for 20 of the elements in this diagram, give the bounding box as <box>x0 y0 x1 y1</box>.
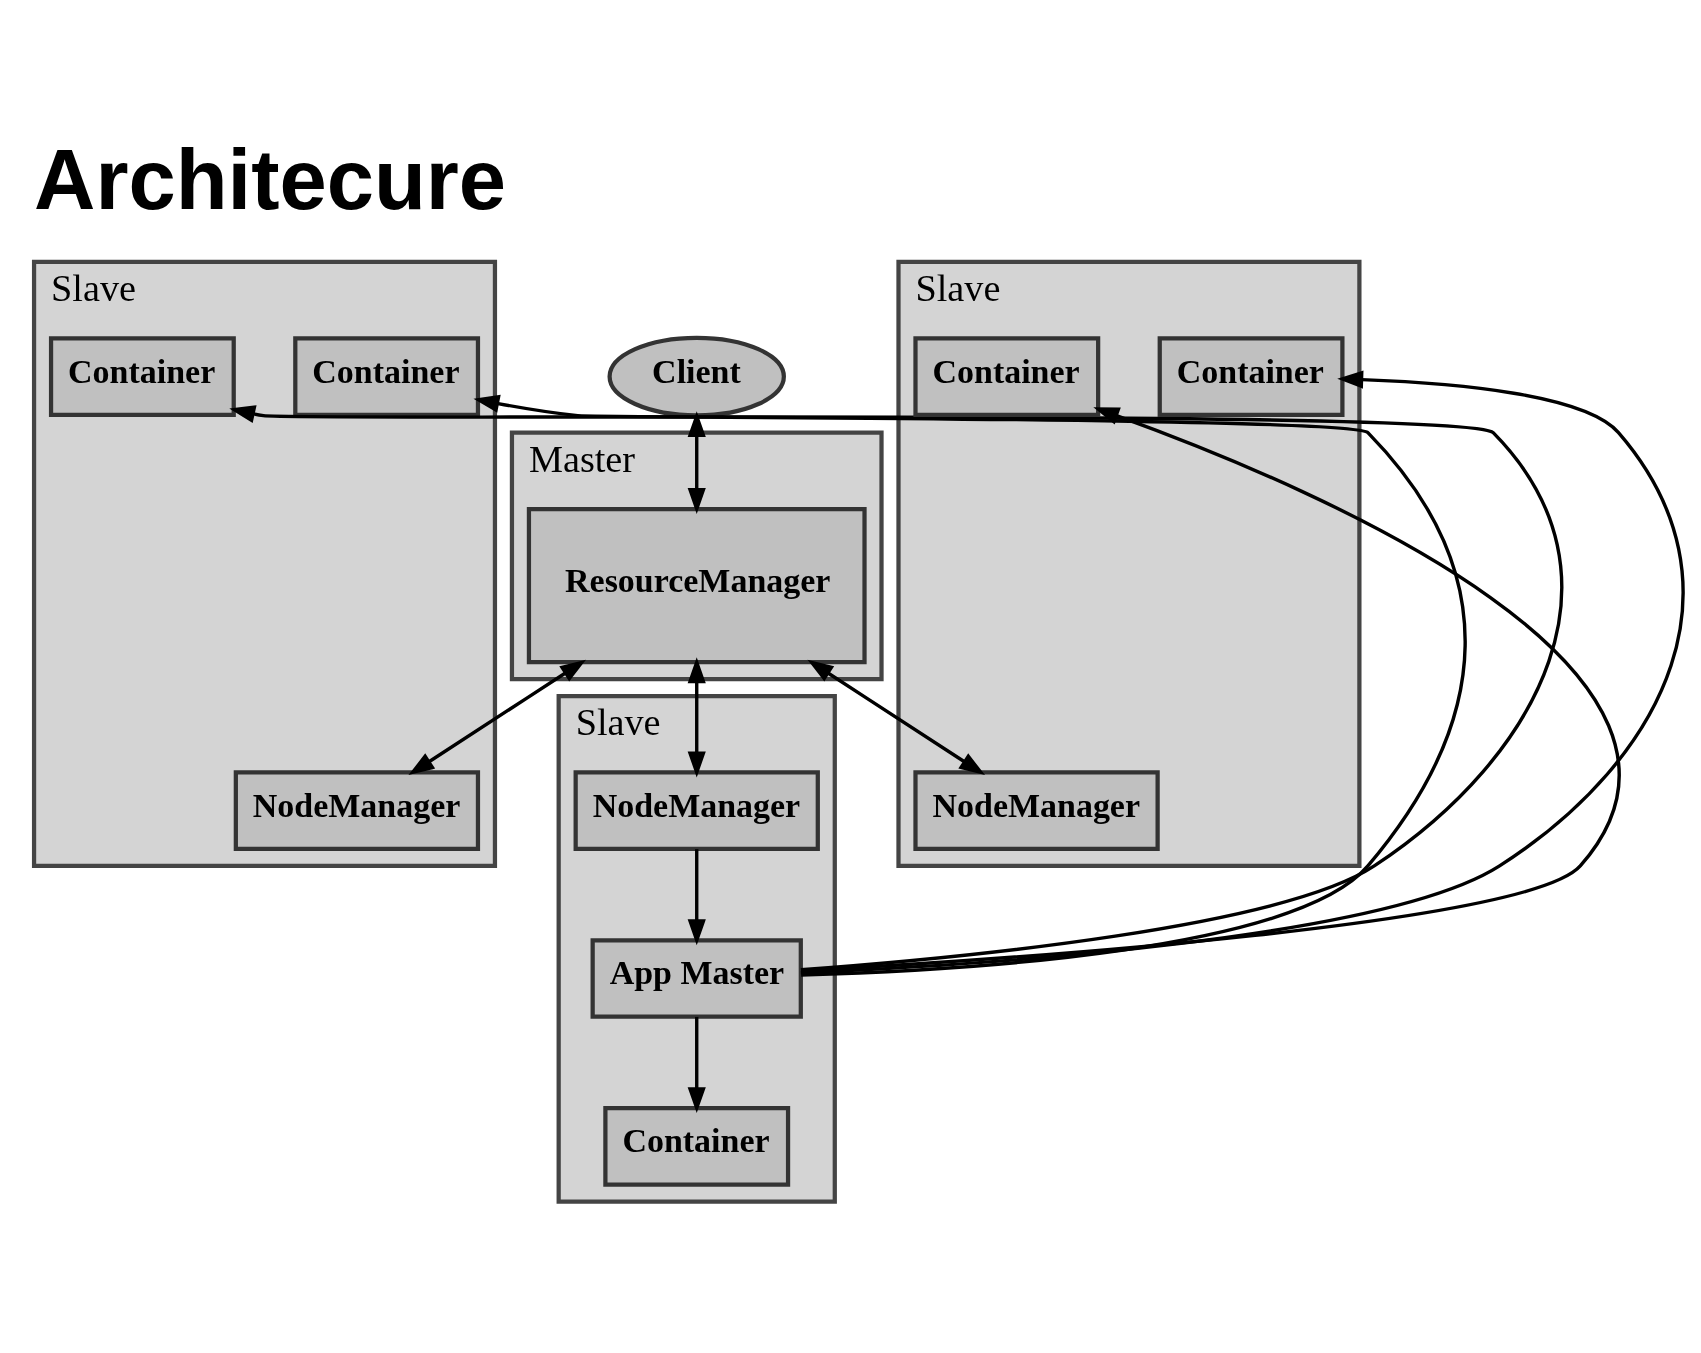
arrow <box>687 657 706 778</box>
arrow <box>687 411 706 514</box>
node-ellipse: Client <box>607 335 786 418</box>
node-box: ResourceManager <box>526 507 867 665</box>
node-box: Container <box>913 336 1101 417</box>
node-box: NodeManager <box>913 770 1160 852</box>
arrow <box>473 394 1467 977</box>
arrow <box>229 405 1564 972</box>
node-box: Container <box>603 1105 791 1187</box>
arrow <box>807 659 986 776</box>
node-box: Container <box>48 336 236 417</box>
arrow <box>408 659 586 776</box>
arrow <box>687 849 706 946</box>
diagram-title: Architecure <box>34 131 507 227</box>
node-box: NodeManager <box>573 770 820 852</box>
arrow <box>687 1016 706 1114</box>
node-box: Container <box>1157 336 1345 417</box>
node-box: App Master <box>590 938 803 1019</box>
node-box: Container <box>293 336 481 417</box>
node-box: NodeManager <box>233 770 481 852</box>
